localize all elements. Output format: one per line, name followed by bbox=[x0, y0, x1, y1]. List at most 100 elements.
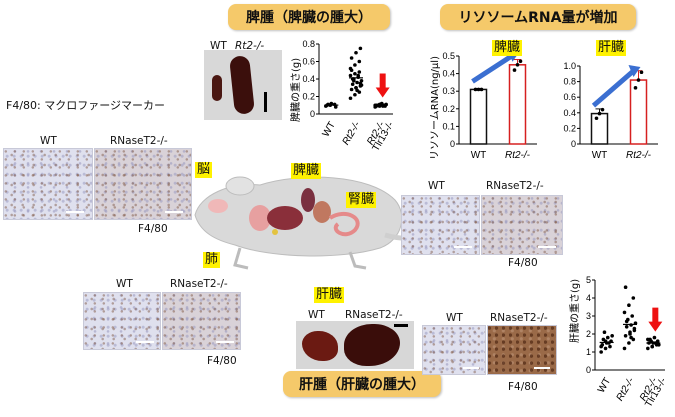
spleen-rna-ytick-label: 0.2 bbox=[442, 104, 455, 114]
liver-rna-ytick-label: 0.6 bbox=[563, 92, 576, 102]
splenomegaly-title: 脾腫（脾臓の腫大） bbox=[246, 10, 372, 26]
kidney-ko-label: RNaseT2-/- bbox=[486, 180, 544, 192]
liver-weight-point bbox=[622, 310, 627, 315]
liver-rna-point bbox=[597, 111, 602, 116]
spleen-rna-bar bbox=[469, 88, 488, 145]
lysosome-rna-banner: リソソームRNA量が増加 bbox=[440, 4, 636, 30]
spleen-rna-ytick-label: 0.3 bbox=[442, 86, 455, 96]
f480-title: F4/80: マクロファージマーカー bbox=[6, 99, 166, 112]
liver-weight-xtick-label: WT bbox=[596, 376, 613, 395]
liver-weight-point bbox=[602, 330, 607, 334]
liver-ko-label: RNaseT2-/- bbox=[490, 312, 548, 324]
spleen-rna-point bbox=[512, 68, 517, 72]
spleen-weight-point bbox=[358, 46, 363, 51]
spleen-weight-point bbox=[357, 59, 362, 64]
liver-weight-point bbox=[627, 341, 631, 345]
liver-scalebar bbox=[394, 324, 408, 327]
brain-wt-label: WT bbox=[40, 135, 57, 147]
spleen-photo-wt-label: WT bbox=[210, 40, 227, 52]
liver-weight-point bbox=[599, 344, 603, 349]
liver-f480-label: F4/80 bbox=[508, 381, 538, 393]
spleen-rna-tag: 脾臓 bbox=[492, 40, 523, 57]
spleen-rna-ylabel: リソソームRNA(ng/μl) bbox=[429, 56, 441, 160]
spleen-rna-svg: リソソームRNA(ng/μl) 0 0.1 0.2 0.3 0.4 0.5WT Rt2-/- bbox=[429, 49, 537, 161]
spleen-weight-ylabel: 脾臓の重さ(g) bbox=[289, 58, 302, 122]
spleen-weight-point bbox=[353, 92, 357, 97]
spleen-weight-point bbox=[353, 63, 357, 67]
liver-rna-ytick-label: 0.8 bbox=[563, 77, 576, 87]
liver-weight-point bbox=[603, 346, 608, 351]
liver-weight-point bbox=[624, 319, 629, 324]
lung-wt-label: WT bbox=[116, 278, 133, 290]
lysosome-rna-title: リソソームRNA量が増加 bbox=[458, 10, 618, 26]
liver-photo-ko-label: RNaseT2-/- bbox=[345, 309, 403, 321]
liver-rna-ytick-label: 0 bbox=[571, 139, 576, 149]
liver-rna-ytick-label: 0.2 bbox=[563, 123, 576, 133]
liver-weight-point bbox=[649, 339, 653, 343]
spleen-weight-xtick-label: WT bbox=[321, 120, 338, 139]
spleen-rna-point bbox=[473, 87, 478, 92]
spleen-rna-point bbox=[476, 87, 481, 92]
spleen-rna-ytick-label: 0 bbox=[450, 139, 455, 149]
liver-weight-point bbox=[630, 314, 634, 318]
brain-wt-micrograph bbox=[3, 148, 93, 220]
liver-wt-label: WT bbox=[446, 312, 463, 324]
liver-rna-bar bbox=[590, 112, 609, 145]
liver-rna-bar bbox=[629, 79, 648, 145]
liver-rna-point bbox=[639, 70, 644, 75]
spleen-rna-xtick-label: WT bbox=[471, 150, 487, 161]
liver-rna-blue-arrow-head bbox=[628, 65, 641, 78]
spleen-weight-red-arrow bbox=[375, 73, 390, 98]
liver-wt-micrograph bbox=[422, 325, 486, 375]
scale-bar bbox=[534, 367, 550, 369]
liver-weight-xtick-label: Rt2-/- bbox=[615, 375, 637, 403]
liver-rna-ytick-label: 1.0 bbox=[563, 61, 576, 71]
liver-rna-blue-arrow bbox=[591, 68, 637, 108]
spleen-rna-xtick-label: Rt2-/- bbox=[505, 150, 531, 161]
liver-weight-point bbox=[646, 346, 650, 351]
spleen-rna-ytick-label: 0.4 bbox=[442, 69, 455, 79]
wt-spleen-image bbox=[212, 75, 222, 101]
lung-ko-label: RNaseT2-/- bbox=[170, 278, 228, 290]
liver-weight-red-arrow bbox=[648, 307, 663, 332]
liver-weight-ytick-label: 2 bbox=[586, 329, 591, 339]
spleen-weight-point bbox=[348, 96, 353, 101]
liver-weight-point bbox=[623, 334, 628, 338]
liver-ko-micrograph bbox=[487, 325, 557, 375]
spleen-weight-point bbox=[354, 50, 358, 55]
liver-weight-ytick-label: 4 bbox=[586, 293, 591, 303]
liver-weight-point bbox=[605, 335, 610, 340]
lung-wt-micrograph bbox=[83, 292, 161, 350]
spleen-photo-rt2-label: Rt2-/- bbox=[235, 40, 265, 52]
spleen-photo bbox=[204, 50, 282, 120]
brain-ko-label: RNaseT2-/- bbox=[110, 135, 168, 147]
spleen-rna-ytick-label: 0.1 bbox=[442, 121, 455, 131]
spleen-weight-point bbox=[349, 56, 354, 60]
spleen-scalebar bbox=[264, 92, 267, 112]
spleen-weight-point bbox=[349, 87, 354, 92]
liver-rna-point bbox=[633, 86, 638, 90]
liver-weight-point bbox=[631, 296, 636, 300]
spleen-rna-blue-arrow bbox=[471, 52, 515, 84]
splenomegaly-banner: 脾腫（脾臓の腫大） bbox=[228, 4, 390, 30]
spleen-weight-point bbox=[348, 66, 353, 71]
brain-ko-micrograph bbox=[94, 148, 192, 220]
scale-bar bbox=[165, 211, 183, 213]
kidney-organ-tag: 腎臓 bbox=[346, 192, 377, 209]
liver-rna-point bbox=[636, 78, 641, 82]
wt-liver-image bbox=[302, 331, 338, 361]
liver-photo bbox=[296, 321, 414, 369]
lung-organ-tag: 肺 bbox=[203, 252, 221, 269]
spleen-weight-xtick-label: Rt2-/- bbox=[341, 119, 363, 147]
spleen-weight-ytick-label: 0 bbox=[310, 109, 315, 119]
spleen-rna-ytick-label: 0.5 bbox=[442, 51, 455, 61]
liver-photo-wt-label: WT bbox=[308, 309, 325, 321]
hepatomegaly-title: 肝腫（肝臓の腫大） bbox=[299, 377, 425, 393]
kidney-wt-label: WT bbox=[428, 180, 445, 192]
